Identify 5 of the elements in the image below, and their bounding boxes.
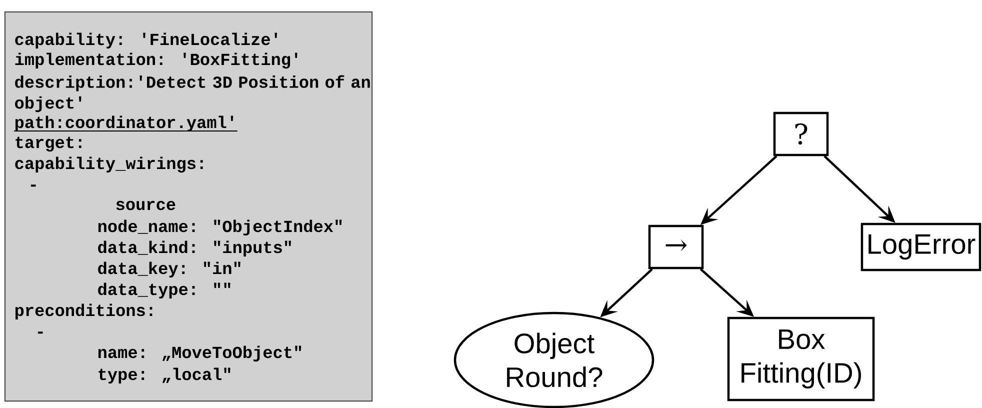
sequence-box: →: [648, 224, 704, 270]
code-panel: capability: 'FineLocalize' implementation: 'BoxFitting' description:'Detect 3D Position of an object' path:coordinator.yaml' target: capability_wirings: - source node_name: "ObjectIndex" data_kind: "inputs" data_key: "in" data_type: "" preconditions: - name: „MoveToObject" type: „local": [4, 11, 373, 402]
action-box: LogError: [860, 222, 982, 272]
selector-box: ?: [773, 112, 829, 156]
action-box: Box Fitting(ID): [727, 316, 875, 402]
